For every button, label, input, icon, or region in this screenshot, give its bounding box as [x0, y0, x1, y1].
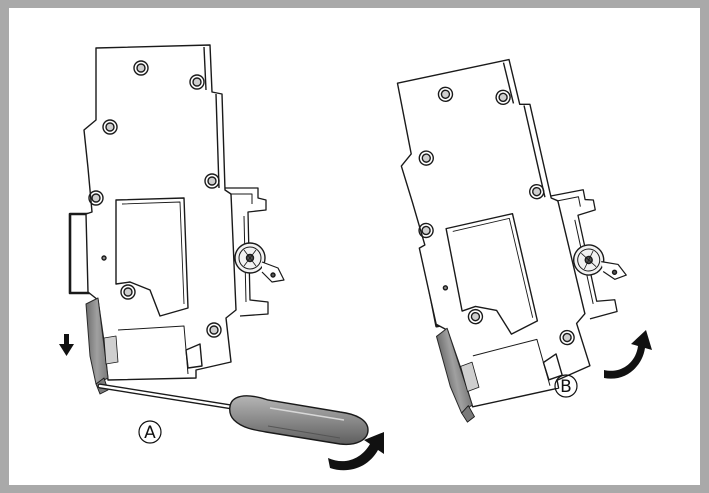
- release-clip-b: [435, 327, 473, 414]
- step-label-a: A: [138, 420, 162, 444]
- release-clip-a: [85, 297, 109, 385]
- step-b-text: B: [560, 377, 572, 397]
- label-window-a: [115, 197, 189, 317]
- screwdriver: [97, 383, 369, 446]
- rotate-arrow-icon-a: [328, 432, 384, 471]
- step-a-text: A: [144, 423, 156, 443]
- breaker-b: [396, 58, 627, 423]
- down-arrow-icon: [59, 334, 74, 356]
- terminal-bracket-b: [550, 189, 618, 320]
- rotate-arrow-icon-b: [604, 330, 652, 379]
- terminal-bracket-a: [225, 187, 269, 317]
- din-rail-a: [68, 212, 98, 295]
- installation-diagram: A: [59, 44, 652, 471]
- diagram-panel: A: [9, 8, 700, 485]
- breaker-a: [68, 44, 285, 395]
- step-label-b: B: [554, 374, 578, 398]
- screwdriver-handle: [229, 395, 369, 446]
- label-window-b: [445, 212, 539, 335]
